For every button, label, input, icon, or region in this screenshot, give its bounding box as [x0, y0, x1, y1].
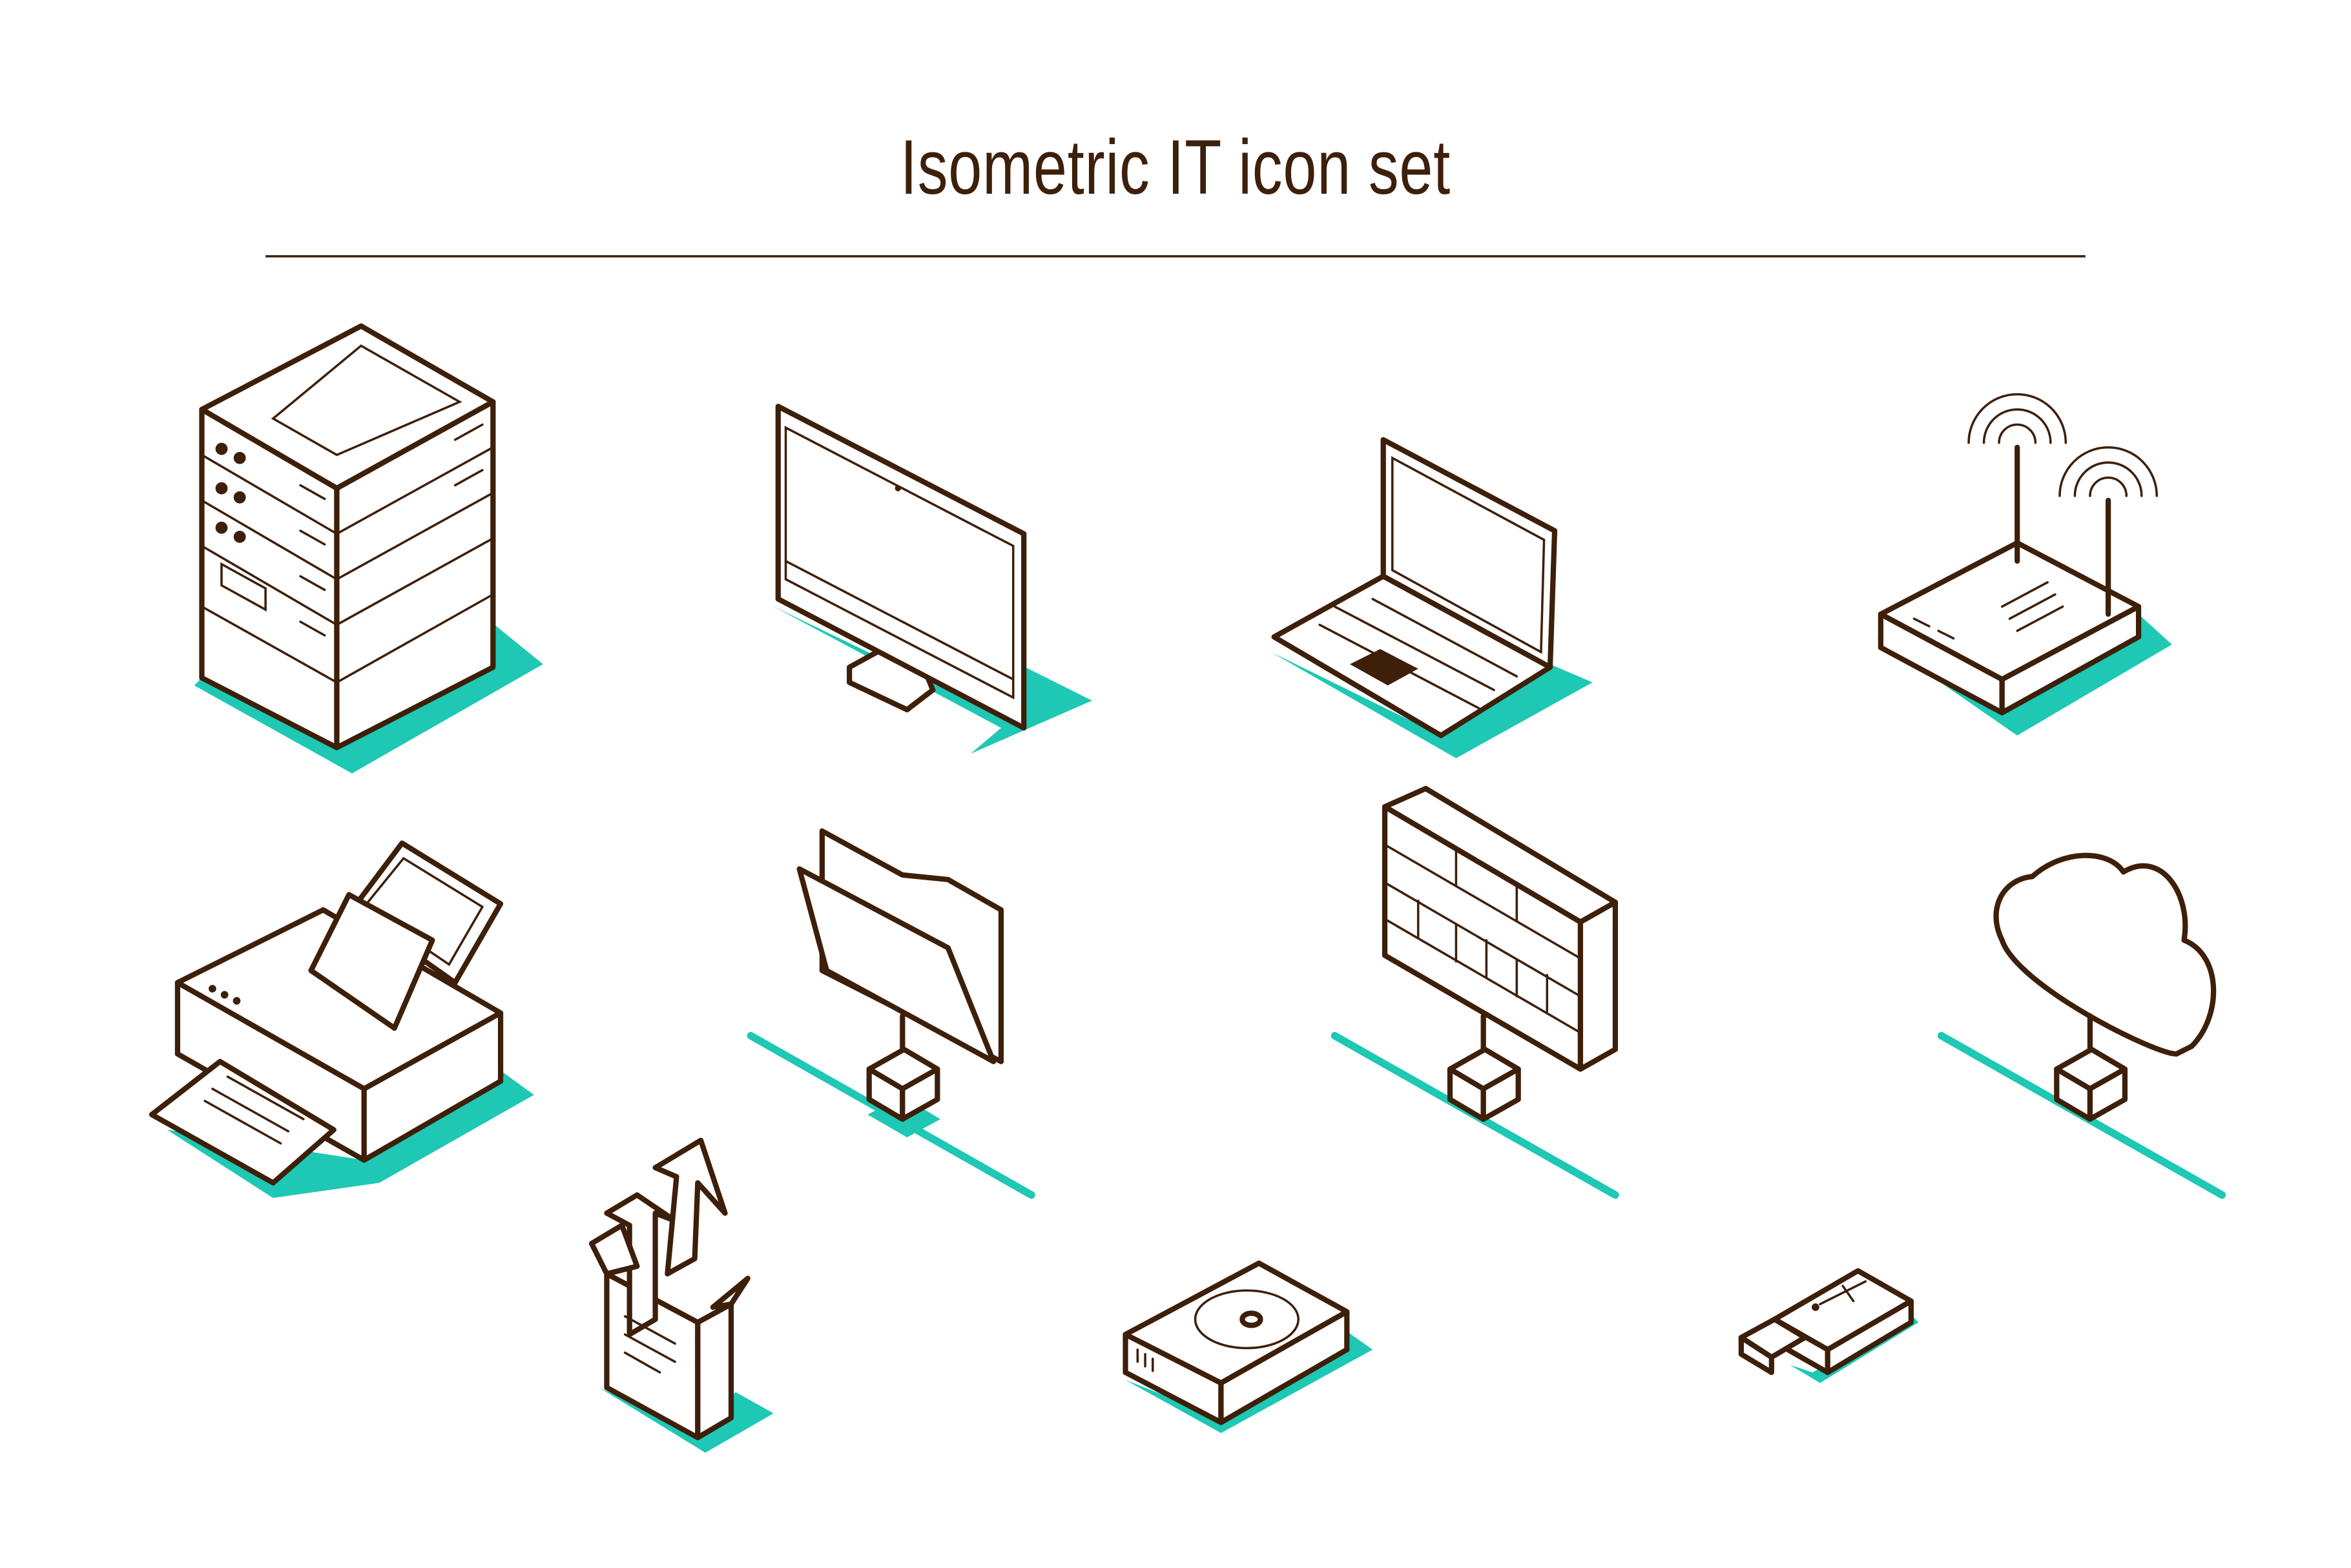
cloud-network-icon [1937, 852, 2241, 1199]
monitor-icon [773, 404, 1092, 754]
laptop-icon [1270, 437, 1593, 759]
hard-drive-icon [1123, 1260, 1373, 1434]
firewall-icon [1331, 785, 1634, 1199]
network-folder-icon [747, 828, 1050, 1199]
printer-icon [149, 840, 534, 1199]
server-icon [194, 323, 543, 774]
upload-box-icon [588, 1137, 774, 1453]
router-icon [1874, 393, 2172, 736]
page-title: Isometric IT icon set [900, 124, 1451, 211]
usb-drive-icon [1738, 1268, 1919, 1383]
